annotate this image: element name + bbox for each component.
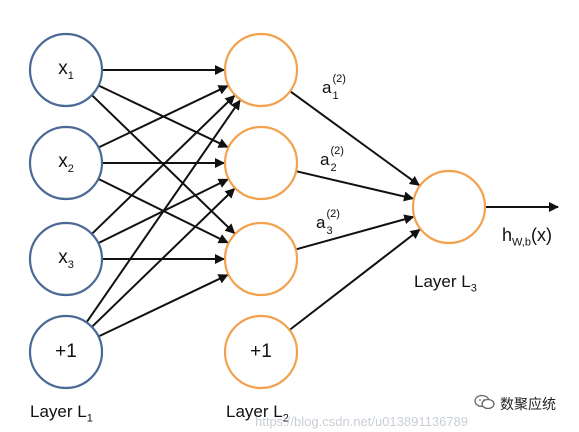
edge-l2-3-to-l3 bbox=[295, 214, 415, 251]
edge-l2-4-to-l3 bbox=[288, 228, 421, 331]
layer-label-2: Layer L2 bbox=[226, 402, 289, 425]
edge-label-a1: a(2)1 bbox=[322, 73, 346, 102]
layer2-node-1 bbox=[223, 32, 299, 108]
edge-l1-4-to-l2-2 bbox=[91, 188, 236, 328]
layer3-node-1 bbox=[411, 169, 487, 245]
node-label-bias-2: +1 bbox=[250, 341, 272, 362]
node-label-x2: x2 bbox=[58, 151, 74, 175]
watermark-url: https://blog.csdn.net/u013891136789 bbox=[255, 414, 468, 429]
layer2-node-3 bbox=[223, 221, 299, 297]
wechat-icon bbox=[474, 394, 496, 412]
layer1-node-2 bbox=[28, 125, 104, 201]
layer-label-1: Layer L1 bbox=[30, 402, 93, 425]
layer1-node-1 bbox=[28, 32, 104, 108]
edge-l2-1-to-l3 bbox=[289, 90, 420, 187]
layer-label-3: Layer L3 bbox=[414, 272, 477, 295]
brand-text: 数聚应统 bbox=[500, 397, 556, 413]
edge-l1-3-to-l2-1 bbox=[91, 95, 236, 235]
node-label-x3: x3 bbox=[58, 247, 74, 271]
node-label-bias-1: +1 bbox=[55, 341, 77, 362]
layer2-node-4 bbox=[223, 314, 299, 390]
edge-l2-2-to-l3 bbox=[295, 170, 414, 202]
edge-l1-4-to-l2-3 bbox=[98, 274, 229, 338]
layer2-node-2 bbox=[223, 125, 299, 201]
brand-badge: 数聚应统 bbox=[474, 394, 556, 414]
layer1-node-3 bbox=[28, 221, 104, 297]
edge-label-a2: a(2)2 bbox=[320, 145, 344, 174]
edge-l1-2-to-l2-1 bbox=[98, 85, 229, 149]
output-label: hW,b(x) bbox=[502, 225, 552, 249]
edge-l1-4-to-l2-1 bbox=[85, 99, 241, 323]
node-label-x1: x1 bbox=[58, 58, 74, 82]
layer1-node-4 bbox=[28, 314, 104, 390]
edge-label-a3: a(2)3 bbox=[316, 208, 340, 237]
